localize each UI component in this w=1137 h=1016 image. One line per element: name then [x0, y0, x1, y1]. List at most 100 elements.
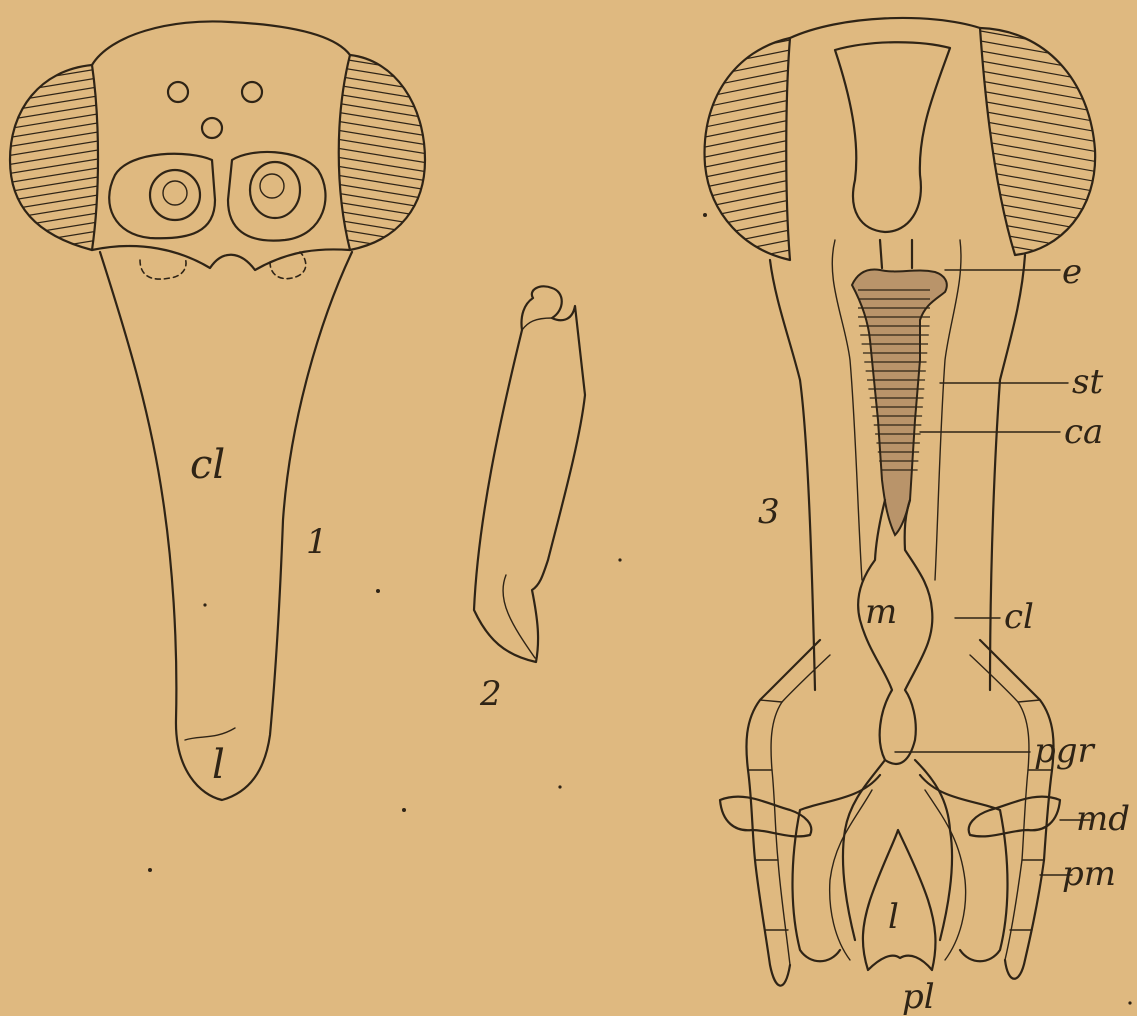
eye-hatch-line	[975, 120, 1110, 144]
eye-hatch-line	[330, 30, 440, 48]
compound-eye-right-icon	[330, 30, 440, 291]
epipharynx-stem	[880, 240, 912, 268]
eye-hatch-line	[975, 80, 1110, 104]
eye-hatch-line	[975, 50, 1110, 74]
eye-hatch-line	[330, 192, 440, 210]
eye-hatch-line	[690, 258, 800, 280]
eye-hatch-line	[975, 230, 1110, 254]
eye-hatch-line	[330, 39, 440, 57]
figure-2-mandible: 2	[474, 286, 585, 714]
pump-striations	[858, 290, 930, 470]
eye-hatch-line	[0, 148, 110, 166]
eye-hatch-line	[0, 175, 110, 193]
eye-hatch-line	[975, 90, 1110, 114]
figure-number-3: 3	[758, 492, 780, 532]
eye-hatch-line	[690, 268, 800, 290]
cibarial-pump	[852, 270, 947, 535]
eye-hatch-line	[330, 156, 440, 174]
label-e: e	[1062, 252, 1082, 292]
compound-eye-right-ventral-icon	[975, 10, 1110, 314]
labium-outline	[863, 830, 936, 970]
eye-hatch-line	[975, 170, 1110, 194]
label-cl-fig3: cl	[1004, 597, 1034, 637]
compound-eye-left-ventral-icon	[690, 0, 800, 290]
eye-hatch-line	[0, 202, 110, 220]
frons-lower-edge	[92, 246, 350, 270]
eye-hatch-line	[690, 18, 800, 40]
eye-hatch-line	[0, 157, 110, 175]
eye-hatch-line	[690, 58, 800, 80]
eye-hatch-line	[0, 40, 110, 58]
eye-hatch-line	[0, 103, 110, 121]
mandible-hook	[503, 575, 535, 658]
eye-hatch-line	[975, 20, 1110, 44]
eye-hatch-line	[690, 8, 800, 30]
head-capsule-outline	[92, 21, 350, 65]
eye-hatch-line	[0, 211, 110, 229]
paper-specks	[148, 213, 1132, 1005]
eye-hatch-line	[330, 84, 440, 102]
eye-hatch-line	[690, 218, 800, 240]
eye-hatch-line	[975, 220, 1110, 244]
eye-hatch-line	[0, 31, 110, 49]
lacinia-left	[830, 790, 872, 960]
eye-hatch-line	[975, 130, 1110, 154]
figure-number-1: 1	[306, 522, 328, 562]
eye-hatch-line	[690, 88, 800, 110]
label-ca: ca	[1064, 412, 1103, 452]
eye-hatch-line	[690, 138, 800, 160]
eye-hatch-line	[690, 68, 800, 90]
eye-hatch-line	[0, 85, 110, 103]
mandible-left-hook	[720, 797, 811, 837]
eye-hatch-line	[0, 139, 110, 157]
eye-hatch-line	[975, 270, 1110, 294]
label-md: md	[1076, 799, 1130, 839]
eye-hatch-line	[0, 94, 110, 112]
eye-hatch-line	[690, 228, 800, 250]
eye-hatch-line	[690, 78, 800, 100]
eye-hatch-line	[975, 60, 1110, 84]
eye-hatch-line	[0, 22, 110, 40]
label-st: st	[1072, 362, 1103, 402]
eye-hatch-line	[330, 75, 440, 93]
rostrum-outer-left	[770, 260, 815, 690]
eye-hatch-line	[330, 102, 440, 120]
eye-hatch-line	[330, 93, 440, 111]
label-l: l	[212, 742, 225, 788]
eye-hatch-line	[690, 188, 800, 210]
ocellus-right-icon	[242, 82, 262, 102]
eye-hatch-line	[975, 290, 1110, 314]
lacinia-right	[925, 790, 966, 960]
eye-hatch-line	[330, 147, 440, 165]
eye-hatch-line	[690, 148, 800, 170]
eye-hatch-line	[330, 273, 440, 291]
occipital-foramen	[835, 42, 950, 232]
tentorial-pit-left	[140, 258, 186, 279]
eye-hatch-line	[975, 100, 1110, 124]
eye-hatch-line	[330, 183, 440, 201]
figure-1-head: cl l 1	[0, 21, 440, 800]
antennal-socket-left	[109, 154, 215, 239]
eye-hatch-line	[975, 40, 1110, 64]
galea-left	[843, 760, 885, 940]
eye-hatch-line	[975, 200, 1110, 224]
eye-hatch-line	[330, 210, 440, 228]
eye-hatch-line	[690, 208, 800, 230]
eye-hatch-line	[975, 280, 1110, 304]
label-pl: pl	[902, 977, 935, 1016]
eye-hatch-line	[975, 240, 1110, 264]
eye-hatch-line	[690, 198, 800, 220]
antennal-socket-right	[228, 152, 325, 241]
label-pm: pm	[1062, 854, 1116, 894]
eye-hatch-line	[0, 130, 110, 148]
figure-3-head-ventral: e st ca m cl pgr md pm l pl 3	[690, 0, 1130, 1016]
label-m: m	[865, 592, 897, 632]
label-l-fig3: l	[888, 897, 899, 937]
label-cl: cl	[190, 442, 225, 488]
ocellus-left-icon	[168, 82, 188, 102]
eye-hatch-line	[975, 260, 1110, 284]
eye-hatch-line	[690, 98, 800, 120]
eye-hatch-line	[0, 256, 110, 274]
eye-hatch-line	[0, 166, 110, 184]
